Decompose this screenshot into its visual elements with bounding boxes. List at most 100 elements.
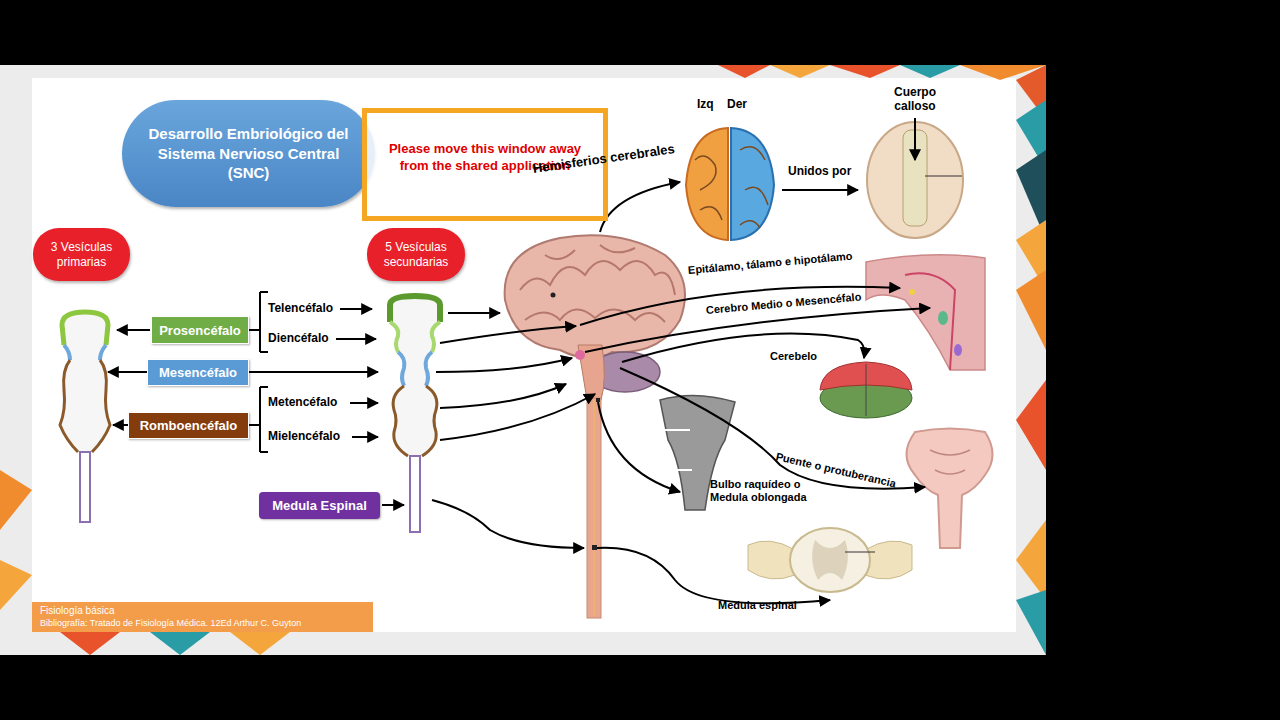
leader-line (675, 469, 692, 471)
arrow (117, 329, 150, 331)
node-text: Medula Espinal (272, 498, 367, 513)
arrow (585, 308, 930, 352)
spinal-cord-box: Medula Espinal (259, 492, 380, 519)
cord-section (790, 528, 870, 592)
pointer-dot (596, 398, 600, 402)
arrow (108, 371, 147, 373)
gyri (520, 245, 675, 322)
decor-triangle (718, 65, 770, 78)
arrow (350, 402, 378, 404)
tube-body (390, 296, 440, 456)
arrow (600, 182, 680, 232)
decor-triangle (150, 632, 210, 655)
arrow (580, 287, 900, 325)
decor-triangle (770, 65, 830, 78)
arrow (440, 326, 576, 343)
part-label: Cerebelo (770, 350, 817, 363)
arrow (448, 312, 500, 314)
node-text: Fisiología básica (40, 605, 114, 618)
arrow (249, 371, 378, 373)
part-label: Izq (697, 98, 714, 112)
grey-matter (812, 540, 848, 580)
spinal-stripe (593, 400, 595, 616)
spinal-cord (587, 398, 601, 618)
part-label: Medula espinal (718, 599, 797, 612)
section-tissue (866, 255, 985, 370)
leader-line (925, 176, 962, 177)
sagittal-section (866, 255, 985, 370)
part-label: Metencéfalo (268, 396, 337, 410)
decor-triangle (1016, 520, 1046, 600)
pointer-dot (551, 293, 556, 298)
node-text: Romboencéfalo (140, 418, 238, 433)
nerve-root (865, 541, 912, 579)
part-label: Unidos por (788, 165, 851, 179)
decor-triangle (1016, 380, 1046, 470)
part-label: Telencéfalo (268, 302, 333, 316)
decor-triangle (0, 560, 32, 610)
node-subtext: Bibliografía: Tratado de Fisiología Médi… (40, 618, 301, 629)
arrow (340, 308, 372, 310)
arrow (620, 368, 925, 489)
tube-rhombencephalon (393, 386, 437, 456)
decor-triangle (900, 65, 960, 78)
node-text: Prosencéfalo (159, 323, 241, 338)
decor-triangle (830, 65, 900, 78)
spinal-cross-section (748, 528, 912, 592)
part-label: Cuerpo calloso (880, 86, 950, 114)
arrow (432, 500, 584, 548)
structure-mark (938, 311, 948, 325)
footer-bar: Fisiología básicaBibliografía: Tratado d… (32, 602, 373, 632)
arrows (108, 182, 930, 603)
primary-vesicles-pill: 3 Vesículas primarias (33, 228, 130, 281)
decor-triangle (1016, 590, 1046, 655)
hemispheres-top-view (686, 128, 774, 240)
pons-detail (930, 450, 970, 474)
arrow (440, 394, 595, 440)
tube-prosencephalon (62, 312, 108, 345)
secondary-vesicles-pill: 5 Vesículas secundarias (367, 228, 465, 281)
decor-triangle (1016, 270, 1046, 350)
nerve-root (748, 541, 795, 579)
primary-tube (60, 312, 110, 522)
tube-mesencephalon (64, 345, 106, 360)
tube-mesencephalon (398, 352, 432, 386)
node-text: Desarrollo Embriológico del Sistema Nerv… (136, 124, 361, 183)
left-hemisphere (686, 128, 728, 240)
pointer-dot (592, 545, 597, 550)
structure-mark (954, 344, 962, 356)
cerebrum (505, 235, 685, 358)
arrow (597, 548, 830, 604)
node-text: Mesencéfalo (159, 365, 237, 380)
prosencephalon-box: Prosencéfalo (151, 316, 249, 344)
part-label: Bulbo raquídeo o Medula oblongada (710, 478, 822, 503)
secondary-tube (390, 296, 440, 532)
arrow (436, 358, 572, 372)
corpus-callosum-view (867, 118, 963, 238)
cerebellum-view (820, 362, 912, 418)
arrow (336, 338, 376, 340)
tube-rhombencephalon (60, 360, 110, 452)
midbrain-mark (575, 350, 585, 360)
arrow (113, 424, 128, 426)
arrow (622, 334, 864, 362)
tube-body (60, 312, 110, 452)
structure-mark (909, 289, 915, 295)
part-label: Diencéfalo (268, 332, 329, 346)
rhombencephalon-box: Romboencéfalo (128, 412, 249, 439)
tube-diencephalon (390, 322, 440, 352)
decor-triangle (0, 470, 32, 530)
brainstem-outline (905, 273, 955, 370)
tube-spinal (80, 452, 90, 522)
arrow (782, 189, 858, 191)
gyri (695, 147, 768, 228)
right-hemisphere (731, 128, 774, 240)
leader-line (845, 552, 875, 553)
arrow (382, 504, 404, 506)
slide-frame (0, 65, 1046, 655)
tube-spinal (410, 456, 420, 532)
mesencephalon-box: Mesencéfalo (147, 359, 249, 386)
decor-triangle (60, 632, 120, 655)
pointer-arrow (914, 118, 916, 160)
